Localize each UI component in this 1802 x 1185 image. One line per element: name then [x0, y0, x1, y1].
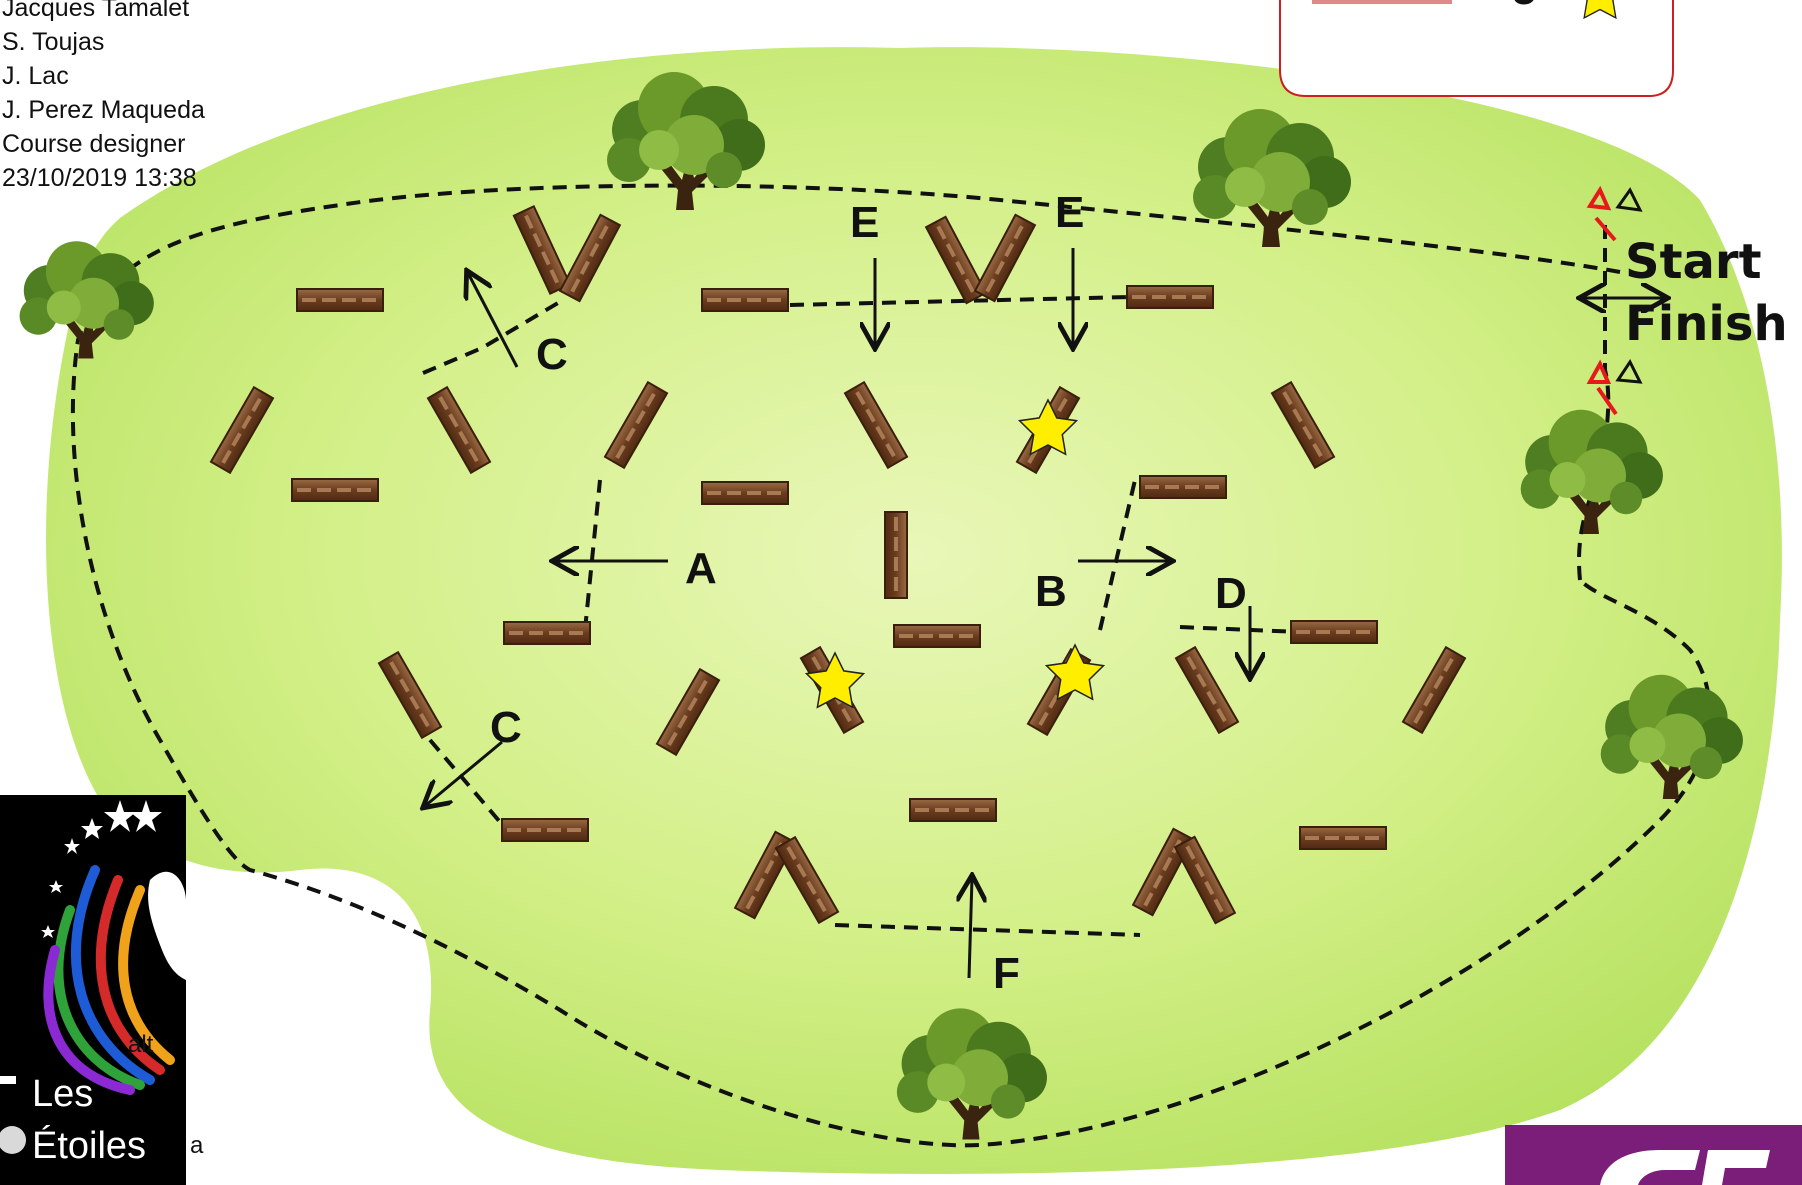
finish-label: Finish	[1625, 296, 1788, 352]
credit-line: Course designer	[2, 130, 186, 158]
pole	[700, 480, 790, 506]
arrow-f	[969, 878, 972, 979]
pole	[500, 817, 590, 843]
event-logo: Les Étoiles	[0, 795, 186, 1185]
pole	[700, 287, 790, 313]
logo-horse-icon	[148, 871, 186, 980]
legend-star-icon	[1583, 0, 1617, 20]
route-segment-c1	[422, 298, 565, 375]
label-e-right: E	[1055, 188, 1084, 237]
pole	[1289, 619, 1379, 645]
grass-field	[45, 47, 1782, 1174]
route-segment-f	[834, 923, 1141, 937]
start-label: Start	[1625, 234, 1762, 290]
label-b: B	[1035, 567, 1067, 616]
pole	[1125, 284, 1215, 310]
start-flags	[1586, 185, 1643, 416]
logo-swoosh-icon	[43, 865, 175, 1095]
route-outer	[70, 183, 1712, 1148]
label-c-top: C	[536, 330, 568, 379]
direction-arrows	[425, 248, 1665, 979]
pole	[1298, 825, 1388, 851]
pole	[908, 797, 998, 823]
credit-line: 23/10/2019 13:38	[2, 164, 197, 192]
credit-line: J. Perez Maqueda	[2, 96, 205, 124]
route-segment-a	[583, 479, 602, 631]
arrow-c2	[425, 740, 503, 806]
label-e-left: E	[850, 198, 879, 247]
route-right	[1577, 369, 1611, 581]
pole	[295, 287, 385, 313]
flag-bottom	[1586, 359, 1643, 416]
legend-box: 5	[1279, 0, 1674, 97]
pole	[883, 510, 909, 600]
pole	[290, 477, 380, 503]
course-credits: Jacques Tamalet S. Toujas J. Lac J. Pere…	[2, 0, 205, 195]
brand-logo	[1505, 1125, 1802, 1185]
credit-line: S. Toujas	[2, 28, 105, 56]
credit-line: J. Lac	[2, 62, 69, 90]
label-c-bottom: C	[490, 703, 522, 752]
pole	[892, 623, 982, 649]
label-d: D	[1215, 569, 1247, 618]
route-segment-d	[1179, 625, 1301, 634]
route-segment-c2	[428, 738, 502, 824]
arrow-c1	[468, 273, 519, 368]
label-f: F	[993, 949, 1020, 998]
partial-text-2: a	[190, 1132, 204, 1159]
partial-text-1: alt	[128, 1031, 154, 1058]
label-a: A	[685, 544, 717, 593]
logo-line-2: Étoiles	[32, 1124, 146, 1167]
logo-line-1: Les	[32, 1073, 93, 1115]
pole	[1138, 474, 1228, 500]
credit-line: Jacques Tamalet	[2, 0, 190, 22]
pole	[502, 620, 592, 646]
legend-value: 5	[1512, 0, 1536, 14]
logo-stars-icon	[41, 800, 162, 938]
flag-top	[1586, 185, 1643, 242]
